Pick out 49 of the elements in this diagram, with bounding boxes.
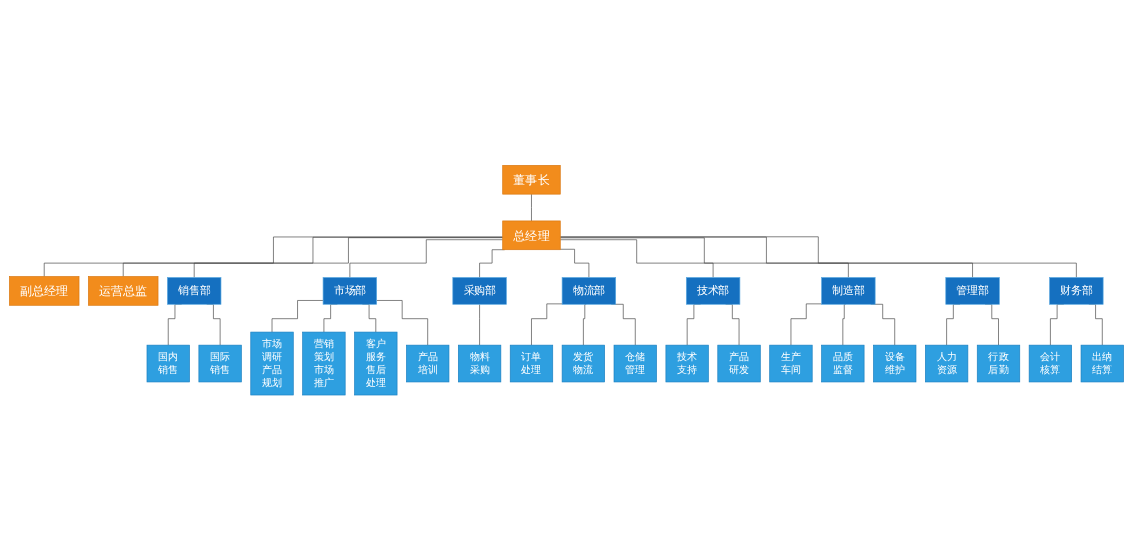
- node-box: 副总经理: [9, 276, 80, 306]
- node-box: 行政后勤: [976, 344, 1021, 383]
- node-box: 国内销售: [146, 344, 190, 383]
- connector: [271, 299, 324, 333]
- connector: [122, 236, 504, 277]
- node-box: 总经理: [502, 220, 561, 250]
- node-box: 产品培训: [406, 344, 450, 383]
- connector: [193, 237, 504, 278]
- node-box: 董事长: [502, 164, 561, 195]
- node-box: 制造部: [821, 277, 876, 305]
- connector: [842, 303, 847, 346]
- node-box: 生产车间: [769, 344, 813, 383]
- node-box: 销售部: [167, 277, 222, 305]
- node-box: 技术支持: [665, 344, 709, 383]
- connector: [479, 249, 505, 278]
- node-box: 管理部: [945, 277, 1000, 305]
- node-box: 国际销售: [198, 344, 242, 383]
- connector: [531, 193, 532, 222]
- connector: [43, 236, 504, 277]
- connector: [559, 236, 973, 278]
- connector: [559, 248, 590, 278]
- node-box: 财务部: [1049, 277, 1104, 305]
- node-box: 客户服务 售后处理: [354, 331, 398, 396]
- node-box: 发货物流: [561, 344, 605, 383]
- connector: [376, 299, 429, 346]
- node-box: 运营总监: [88, 276, 159, 306]
- node-box: 产品研发: [717, 344, 761, 383]
- node-box: 出纳结算: [1080, 344, 1124, 383]
- node-box: 会计核算: [1028, 344, 1073, 383]
- connector: [790, 303, 822, 346]
- node-box: 采购部: [452, 277, 507, 305]
- node-box: 市场部: [322, 277, 377, 305]
- connector: [531, 303, 563, 346]
- connector: [479, 303, 480, 346]
- node-box: 品质监督: [821, 344, 865, 383]
- connector: [349, 239, 504, 278]
- connector: [559, 236, 1077, 278]
- node-box: 仓储管理: [613, 344, 657, 383]
- node-box: 设备维护: [873, 344, 917, 383]
- node-box: 营销策划 市场推广: [302, 331, 346, 396]
- node-box: 物料采购: [458, 344, 502, 383]
- node-box: 订单处理: [509, 344, 554, 383]
- connector: [583, 303, 587, 346]
- node-box: 市场调研 产品规划: [250, 331, 294, 396]
- node-box: 技术部: [686, 277, 741, 305]
- node-box: 人力资源: [925, 344, 969, 383]
- node-box: 物流部: [561, 277, 617, 305]
- connector: [559, 237, 849, 278]
- connector: [559, 239, 714, 278]
